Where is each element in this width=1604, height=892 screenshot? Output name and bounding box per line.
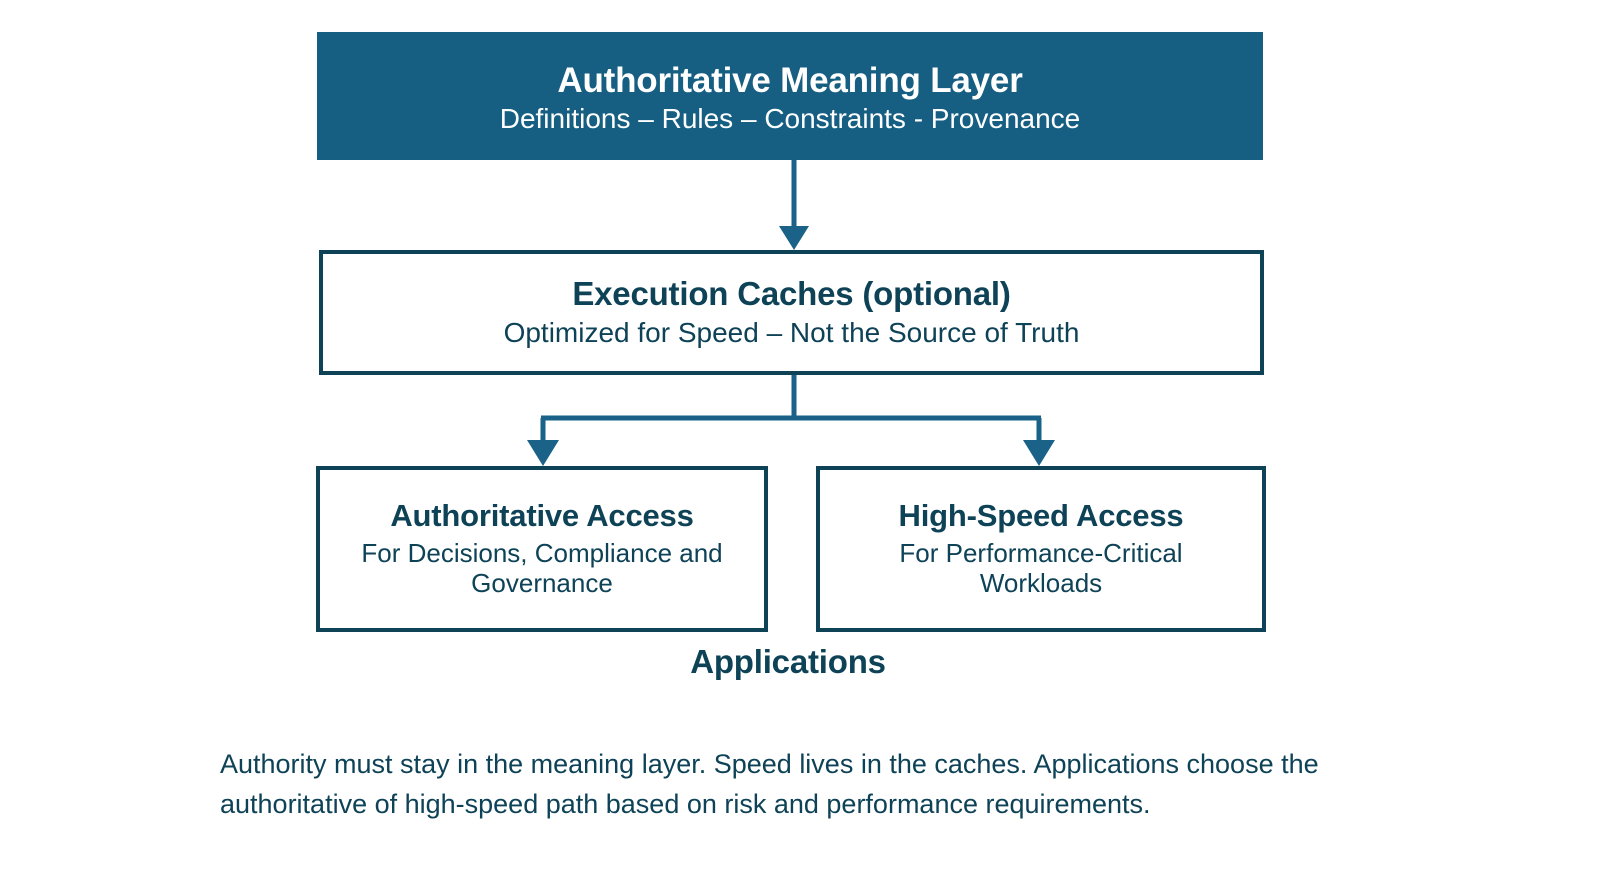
node-subtitle-high-speed-access: For Performance-Critical Workloads bbox=[899, 538, 1183, 599]
node-subtitle-meaning-layer: Definitions – Rules – Constraints - Prov… bbox=[499, 102, 1081, 134]
node-title-authoritative-access: Authoritative Access bbox=[390, 498, 694, 534]
node-title-high-speed-access: High-Speed Access bbox=[898, 498, 1184, 534]
node-execution-caches: Execution Caches (optional) Optimized fo… bbox=[319, 250, 1264, 375]
connector-execution-caches-split-bus bbox=[541, 375, 1041, 421]
node-subtitle-execution-caches: Optimized for Speed – Not the Source of … bbox=[503, 316, 1080, 348]
connector-meaning-layer-to-execution-caches bbox=[779, 160, 809, 250]
node-title-meaning-layer: Authoritative Meaning Layer bbox=[557, 60, 1023, 100]
node-authoritative-meaning-layer: Authoritative Meaning Layer Definitions … bbox=[317, 32, 1263, 160]
node-title-execution-caches: Execution Caches (optional) bbox=[572, 274, 1011, 312]
connector-to-authoritative-access bbox=[527, 418, 559, 466]
node-subtitle-authoritative-access: For Decisions, Compliance and Governance bbox=[361, 538, 723, 599]
connector-to-high-speed-access bbox=[1023, 418, 1055, 466]
summary-paragraph: Authority must stay in the meaning layer… bbox=[220, 749, 1319, 819]
applications-caption-text: Applications bbox=[690, 643, 886, 680]
node-high-speed-access: High-Speed Access For Performance-Critic… bbox=[816, 466, 1266, 632]
node-authoritative-access: Authoritative Access For Decisions, Comp… bbox=[316, 466, 768, 632]
applications-caption: Applications bbox=[0, 643, 1604, 681]
